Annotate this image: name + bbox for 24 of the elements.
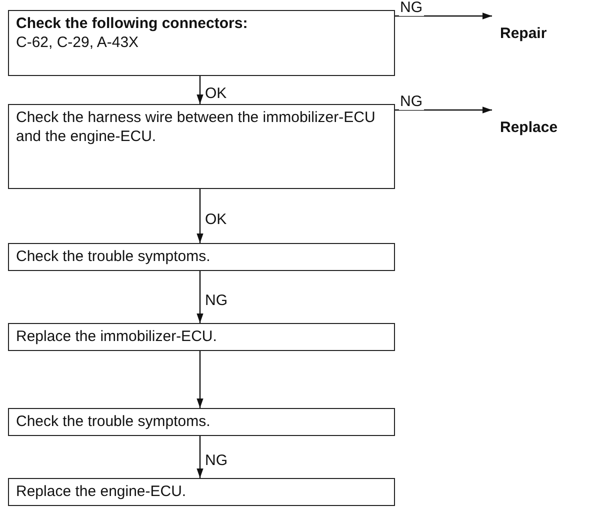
step-text: Check the trouble symptoms. xyxy=(16,412,212,431)
step-text: C-62, C-29, A-43X xyxy=(16,33,140,52)
edge-label: NG xyxy=(399,94,424,110)
arrow xyxy=(196,76,204,104)
step-text: Replace the immobilizer-ECU. xyxy=(16,327,218,346)
arrow xyxy=(395,12,492,20)
process-box xyxy=(8,408,395,436)
process-box xyxy=(8,10,395,76)
arrow xyxy=(196,351,204,408)
arrow xyxy=(196,189,204,243)
step-text: Replace the engine-ECU. xyxy=(16,482,188,501)
process-box xyxy=(8,478,395,506)
edge-label: NG xyxy=(399,0,424,16)
arrow xyxy=(196,271,204,323)
step-heading: Check the following connectors: xyxy=(16,14,249,33)
step-text: Check the trouble symptoms. xyxy=(16,247,212,266)
arrow xyxy=(395,106,492,114)
result-text: Repair xyxy=(500,24,548,43)
process-box xyxy=(8,104,395,189)
process-box xyxy=(8,243,395,271)
result-text: Replace xyxy=(500,118,559,137)
process-box xyxy=(8,323,395,351)
step-text: Check the harness wire between the immobilizer-ECU and the engine-ECU. xyxy=(16,108,376,146)
arrow xyxy=(196,436,204,478)
